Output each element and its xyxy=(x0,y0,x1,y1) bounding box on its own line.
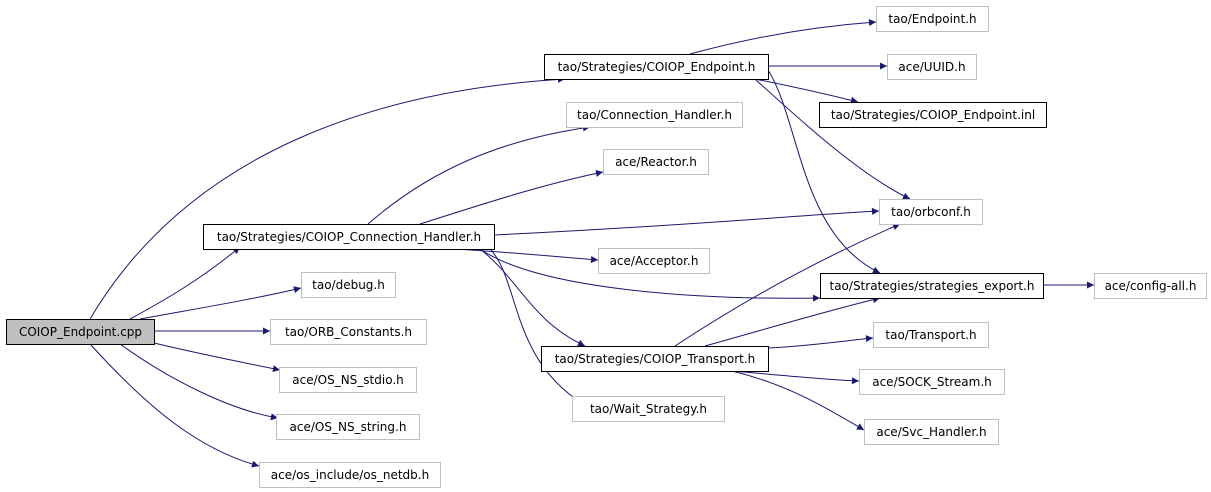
node-label: tao/Strategies/strategies_export.h xyxy=(830,279,1035,293)
node-box xyxy=(6,319,155,345)
node-label: ace/config-all.h xyxy=(1105,279,1197,293)
node-os-ns-string[interactable]: ace/OS_NS_string.h xyxy=(276,414,420,440)
node-label: ace/Reactor.h xyxy=(615,155,697,169)
node-endpoint-h[interactable]: tao/Strategies/COIOP_Endpoint.h xyxy=(544,54,769,80)
node-box xyxy=(887,54,977,80)
node-label: tao/Strategies/COIOP_Endpoint.h xyxy=(558,60,756,74)
node-box xyxy=(301,272,396,298)
edges-layer xyxy=(89,19,1094,468)
edge-conn_handler_h-to-strategies_export xyxy=(479,248,821,302)
node-endpoint-inl[interactable]: tao/Strategies/COIOP_Endpoint.inl xyxy=(819,102,1047,128)
node-tao-transport[interactable]: tao/Transport.h xyxy=(873,322,989,348)
edge-conn_handler_h-to-orbconf xyxy=(493,207,880,236)
node-os-ns-stdio[interactable]: ace/OS_NS_stdio.h xyxy=(279,367,417,393)
node-label: tao/Strategies/COIOP_Connection_Handler.… xyxy=(217,230,481,244)
node-label: tao/Wait_Strategy.h xyxy=(590,402,707,416)
node-label: ace/OS_NS_stdio.h xyxy=(292,373,404,387)
node-root[interactable]: COIOP_Endpoint.cpp xyxy=(6,319,155,345)
node-conn-handler-h[interactable]: tao/Strategies/COIOP_Connection_Handler.… xyxy=(203,224,495,250)
node-box xyxy=(572,396,725,422)
edge-endpoint_h-to-orbconf xyxy=(754,78,911,200)
edge-transport_h-to-svc_handler xyxy=(731,370,865,431)
node-box xyxy=(873,322,989,348)
edge-conn_handler_h-to-tao_conn_handler xyxy=(367,124,591,225)
node-label: ace/UUID.h xyxy=(898,60,965,74)
node-box xyxy=(864,419,999,445)
node-label: tao/orbconf.h xyxy=(891,205,971,219)
node-label: tao/debug.h xyxy=(312,278,385,292)
edge-transport_h-to-tao_transport xyxy=(767,335,874,349)
node-debug[interactable]: tao/debug.h xyxy=(301,272,396,298)
node-tao-conn-handler[interactable]: tao/Connection_Handler.h xyxy=(566,102,743,128)
node-svc-handler[interactable]: ace/Svc_Handler.h xyxy=(864,419,999,445)
edge-root-to-debug xyxy=(139,286,302,320)
node-box xyxy=(820,273,1044,299)
node-os-netdb[interactable]: ace/os_include/os_netdb.h xyxy=(259,462,441,488)
edge-transport_h-to-sock_stream xyxy=(731,370,860,385)
node-tao-endpoint[interactable]: tao/Endpoint.h xyxy=(876,6,989,32)
node-label: tao/Endpoint.h xyxy=(888,12,976,26)
node-label: ace/os_include/os_netdb.h xyxy=(271,468,429,482)
nodes-layer: COIOP_Endpoint.cpp tao/Strategies/COIOP_E… xyxy=(6,6,1207,488)
node-box xyxy=(276,414,420,440)
edge-conn_handler_h-to-wait_strategy xyxy=(489,248,586,406)
node-label: ace/Svc_Handler.h xyxy=(876,425,986,439)
node-label: ace/Acceptor.h xyxy=(610,254,699,268)
edge-root-to-conn_handler_h xyxy=(129,246,241,320)
edge-root-to-endpoint_h xyxy=(89,75,566,320)
edge-conn_handler_h-to-reactor xyxy=(419,169,604,225)
node-label: tao/ORB_Constants.h xyxy=(285,325,412,339)
node-orbconf[interactable]: tao/orbconf.h xyxy=(879,199,983,225)
node-strategies-export[interactable]: tao/Strategies/strategies_export.h xyxy=(820,273,1044,299)
node-uuid[interactable]: ace/UUID.h xyxy=(887,54,977,80)
node-label: ace/OS_NS_string.h xyxy=(290,420,407,434)
node-box xyxy=(876,6,989,32)
node-config-all[interactable]: ace/config-all.h xyxy=(1094,273,1207,299)
edge-endpoint_h-to-tao_endpoint xyxy=(689,19,877,55)
node-box xyxy=(541,346,769,372)
node-box xyxy=(598,248,710,274)
edge-endpoint_h-to-strategies_export xyxy=(767,69,881,274)
node-wait-strategy[interactable]: tao/Wait_Strategy.h xyxy=(572,396,725,422)
node-box xyxy=(544,54,769,80)
node-label: COIOP_Endpoint.cpp xyxy=(19,325,142,339)
node-label: tao/Transport.h xyxy=(885,328,976,342)
node-label: tao/Strategies/COIOP_Endpoint.inl xyxy=(831,108,1035,122)
edge-transport_h-to-orbconf xyxy=(674,223,901,347)
node-label: tao/Connection_Handler.h xyxy=(577,108,732,122)
node-box xyxy=(566,102,743,128)
node-box xyxy=(859,369,1005,395)
node-box xyxy=(279,367,417,393)
node-box xyxy=(270,319,427,345)
node-reactor[interactable]: ace/Reactor.h xyxy=(603,149,709,175)
edge-root-to-os_ns_stdio xyxy=(153,342,281,373)
node-label: ace/SOCK_Stream.h xyxy=(872,375,992,389)
node-box xyxy=(603,149,709,175)
node-box xyxy=(203,224,495,250)
node-acceptor[interactable]: ace/Acceptor.h xyxy=(598,248,710,274)
edge-conn_handler_h-to-transport_h xyxy=(479,248,586,347)
node-orb-constants[interactable]: tao/ORB_Constants.h xyxy=(270,319,427,345)
node-box xyxy=(1094,273,1207,299)
node-box xyxy=(819,102,1047,128)
edge-root-to-os_ns_string xyxy=(119,343,279,421)
node-label: tao/Strategies/COIOP_Transport.h xyxy=(555,352,756,366)
edge-root-to-os_netdb xyxy=(89,343,260,468)
node-box xyxy=(879,199,983,225)
node-sock-stream[interactable]: ace/SOCK_Stream.h xyxy=(859,369,1005,395)
edge-endpoint_h-to-endpoint_inl xyxy=(754,78,859,104)
node-box xyxy=(259,462,441,488)
edge-conn_handler_h-to-acceptor xyxy=(454,248,599,263)
node-transport-h[interactable]: tao/Strategies/COIOP_Transport.h xyxy=(541,346,769,372)
edge-transport_h-to-strategies_export xyxy=(704,296,881,347)
